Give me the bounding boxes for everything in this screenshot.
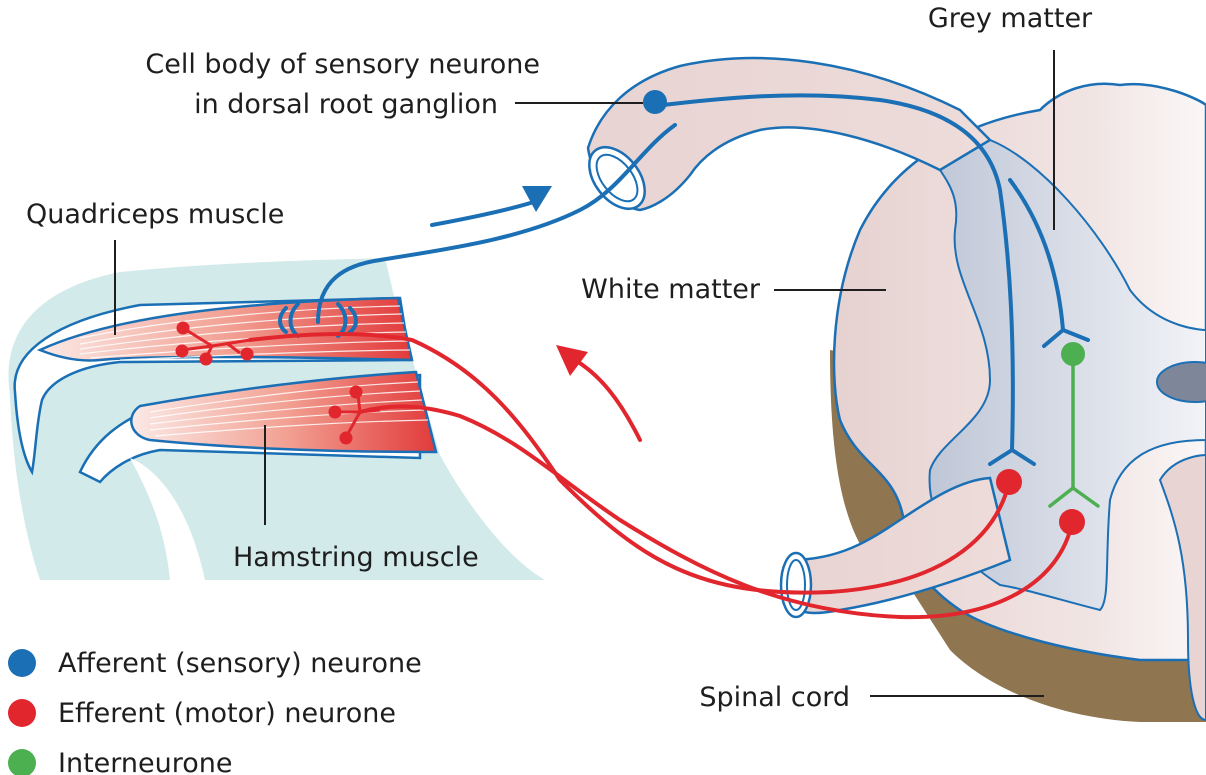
afferent-dot-icon bbox=[8, 649, 36, 677]
interneurone bbox=[1048, 354, 1100, 508]
legend-item-afferent: Afferent (sensory) neurone bbox=[8, 638, 422, 688]
motor-end-plates-hamstring bbox=[328, 385, 381, 445]
label-white-matter: White matter bbox=[581, 274, 761, 305]
ventral-root-opening-inner bbox=[786, 559, 806, 611]
efferent-dot-icon bbox=[8, 699, 36, 727]
quadriceps-fibres bbox=[79, 305, 411, 361]
legend-label-efferent: Efferent (motor) neurone bbox=[58, 697, 396, 729]
motor-end-plates-quadriceps bbox=[175, 321, 254, 366]
sensory-cell-body bbox=[643, 90, 667, 114]
legend-label-afferent: Afferent (sensory) neurone bbox=[58, 647, 422, 679]
label-grey-matter: Grey matter bbox=[928, 3, 1093, 34]
afferent-neurone bbox=[278, 93, 1090, 466]
efferent-direction-arrow bbox=[556, 345, 588, 376]
legend-item-interneurone: Interneurone bbox=[8, 738, 422, 775]
label-cell-body-line2: in dorsal root ganglion bbox=[194, 89, 498, 120]
ventral-root-opening bbox=[779, 551, 813, 619]
central-canal bbox=[1156, 361, 1206, 403]
cord-right-root bbox=[1158, 453, 1206, 722]
motor-cell-body-2 bbox=[1059, 509, 1085, 535]
interneurone-dot-icon bbox=[8, 749, 36, 775]
legend-item-efferent: Efferent (motor) neurone bbox=[8, 688, 422, 738]
afferent-direction-arrow bbox=[522, 186, 552, 212]
motor-cell-body-1 bbox=[996, 469, 1022, 495]
legend-label-interneurone: Interneurone bbox=[58, 747, 233, 775]
hamstring-fibres bbox=[149, 381, 429, 437]
interneurone-cell-body bbox=[1061, 342, 1085, 366]
dorsal-root bbox=[586, 56, 993, 212]
label-quadriceps: Quadriceps muscle bbox=[26, 199, 284, 230]
calf-shape bbox=[130, 458, 205, 580]
label-cell-body-line1: Cell body of sensory neurone bbox=[145, 49, 540, 80]
legend: Afferent (sensory) neurone Efferent (mot… bbox=[8, 638, 422, 775]
label-spinal-cord: Spinal cord bbox=[699, 682, 850, 713]
grey-matter bbox=[928, 138, 1206, 612]
label-hamstring: Hamstring muscle bbox=[233, 542, 479, 573]
efferent-neurones bbox=[248, 331, 1074, 620]
